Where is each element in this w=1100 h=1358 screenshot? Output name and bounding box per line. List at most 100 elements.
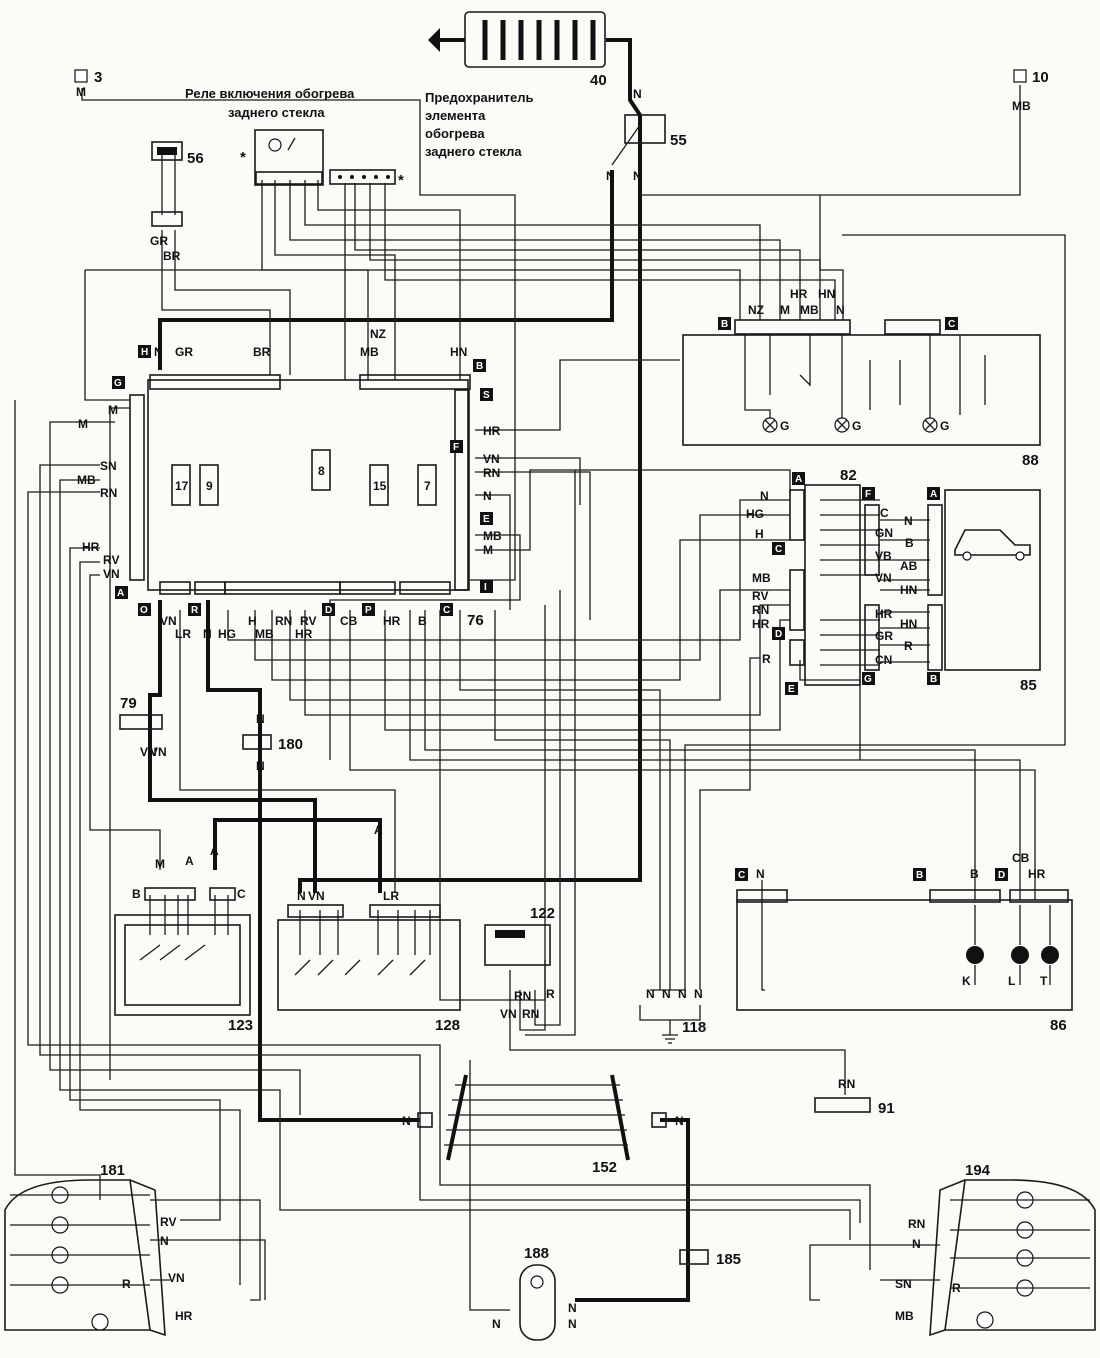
svg-text:79: 79 [120,695,137,712]
svg-text:VN: VN [308,889,325,903]
lamp-icon [966,946,984,964]
svg-text:HN: HN [450,345,467,359]
svg-text:I: I [484,582,487,593]
svg-text:H: H [141,347,148,358]
svg-text:N: N [402,1114,411,1128]
svg-text:LR: LR [383,889,399,903]
svg-text:F: F [865,489,871,500]
svg-text:N: N [662,987,671,1001]
svg-text:CB: CB [340,614,358,628]
relay-caption: Реле включения обогрева [185,86,355,101]
label-40: 40 [590,72,607,89]
svg-text:7: 7 [424,479,431,493]
lamp-icon [1011,946,1029,964]
component-86: C B D N B CB HR K L T 86 [735,851,1073,1034]
svg-text:M: M [78,417,88,431]
svg-text:HR: HR [175,1309,193,1323]
svg-text:88: 88 [1022,452,1039,469]
lamp-icon [51,1186,109,1331]
svg-text:GR: GR [150,234,168,248]
svg-text:B: B [916,870,923,881]
svg-text:RV: RV [300,614,316,628]
svg-text:E: E [483,514,490,525]
svg-text:123: 123 [228,1017,253,1034]
svg-text:86: 86 [1050,1017,1067,1034]
lamp-icon [1041,946,1059,964]
svg-text:M: M [108,403,118,417]
connector-185: 185 [679,1249,741,1268]
svg-text:N: N [756,867,765,881]
svg-text:RV: RV [160,1215,176,1229]
svg-text:N: N [203,627,212,641]
svg-text:N: N [568,1317,577,1331]
rear-lamp-181: 181 RV N VN HR R [4,1162,193,1337]
svg-text:N: N [256,712,265,726]
svg-text:BR: BR [163,249,181,263]
svg-text:M: M [155,857,165,871]
connector-91: RN 91 [814,1077,895,1117]
svg-text:*: * [240,149,246,166]
svg-text:G: G [780,419,789,433]
svg-text:M: M [76,85,86,99]
svg-text:VN: VN [140,745,157,759]
svg-text:152: 152 [592,1159,617,1176]
svg-text:8: 8 [318,464,325,478]
svg-text:N: N [160,1234,169,1248]
body-computer-76: 17 9 8 15 7 76 [129,374,484,629]
svg-text:F: F [453,442,459,453]
svg-text:NZ: NZ [370,327,386,341]
svg-text:VN: VN [875,571,892,585]
svg-text:GR: GR [875,629,893,643]
svg-text:обогрева: обогрева [425,126,485,141]
svg-text:RV: RV [752,589,768,603]
svg-text:A: A [185,854,194,868]
connector-79: 79 VN [119,695,163,759]
svg-text:17: 17 [175,479,189,493]
svg-text:RN: RN [752,603,769,617]
svg-text:GN: GN [875,526,893,540]
svg-text:55: 55 [670,132,687,149]
component-85: A B C N GN B VB AB VN HN HR HN GR R CN 8… [875,487,1041,694]
ground-point-3: 3 M [74,69,102,99]
svg-text:GR: GR [175,345,193,359]
svg-text:C: C [237,887,246,901]
svg-text:RN: RN [838,1077,855,1091]
svg-text:G: G [852,419,861,433]
thin-wires [14,85,1066,1311]
svg-text:VN: VN [150,745,167,759]
ground-point-10: 10 MB [1012,69,1049,113]
svg-text:M: M [780,303,790,317]
svg-text:HR: HR [82,540,100,554]
relay-122: 122 RN R VN RN [484,905,555,1021]
connector-tags-76: H B G S F E A I O R D P C [112,345,493,616]
svg-text:MB: MB [895,1309,914,1323]
svg-text:R: R [904,639,913,653]
svg-text:VN: VN [168,1271,185,1285]
svg-text:A: A [210,844,219,858]
svg-text:194: 194 [965,1162,991,1179]
svg-text:76: 76 [467,612,484,629]
svg-text:C: C [880,506,889,520]
svg-text:HR: HR [875,607,893,621]
svg-text:MB: MB [483,529,502,543]
svg-text:RN: RN [514,989,531,1003]
svg-text:VB: VB [875,549,892,563]
wire-labels-76: N GR BR NZ MB HN M M HR VN RN N MB M SN … [77,327,502,641]
connector-180: 180 N N [242,712,303,773]
svg-text:B: B [970,867,979,881]
svg-text:N: N [836,303,845,317]
svg-text:HR: HR [295,627,313,641]
svg-text:C: C [738,870,745,881]
svg-text:P: P [365,605,372,616]
svg-text:82: 82 [840,467,857,484]
svg-text:HR: HR [383,614,401,628]
svg-text:B: B [930,674,937,685]
svg-text:SN: SN [895,1277,912,1291]
svg-text:MB: MB [360,345,379,359]
svg-text:N: N [760,489,769,503]
svg-text:CN: CN [875,653,892,667]
svg-text:HR: HR [1028,867,1046,881]
svg-text:RN: RN [100,486,117,500]
svg-text:R: R [546,987,555,1001]
